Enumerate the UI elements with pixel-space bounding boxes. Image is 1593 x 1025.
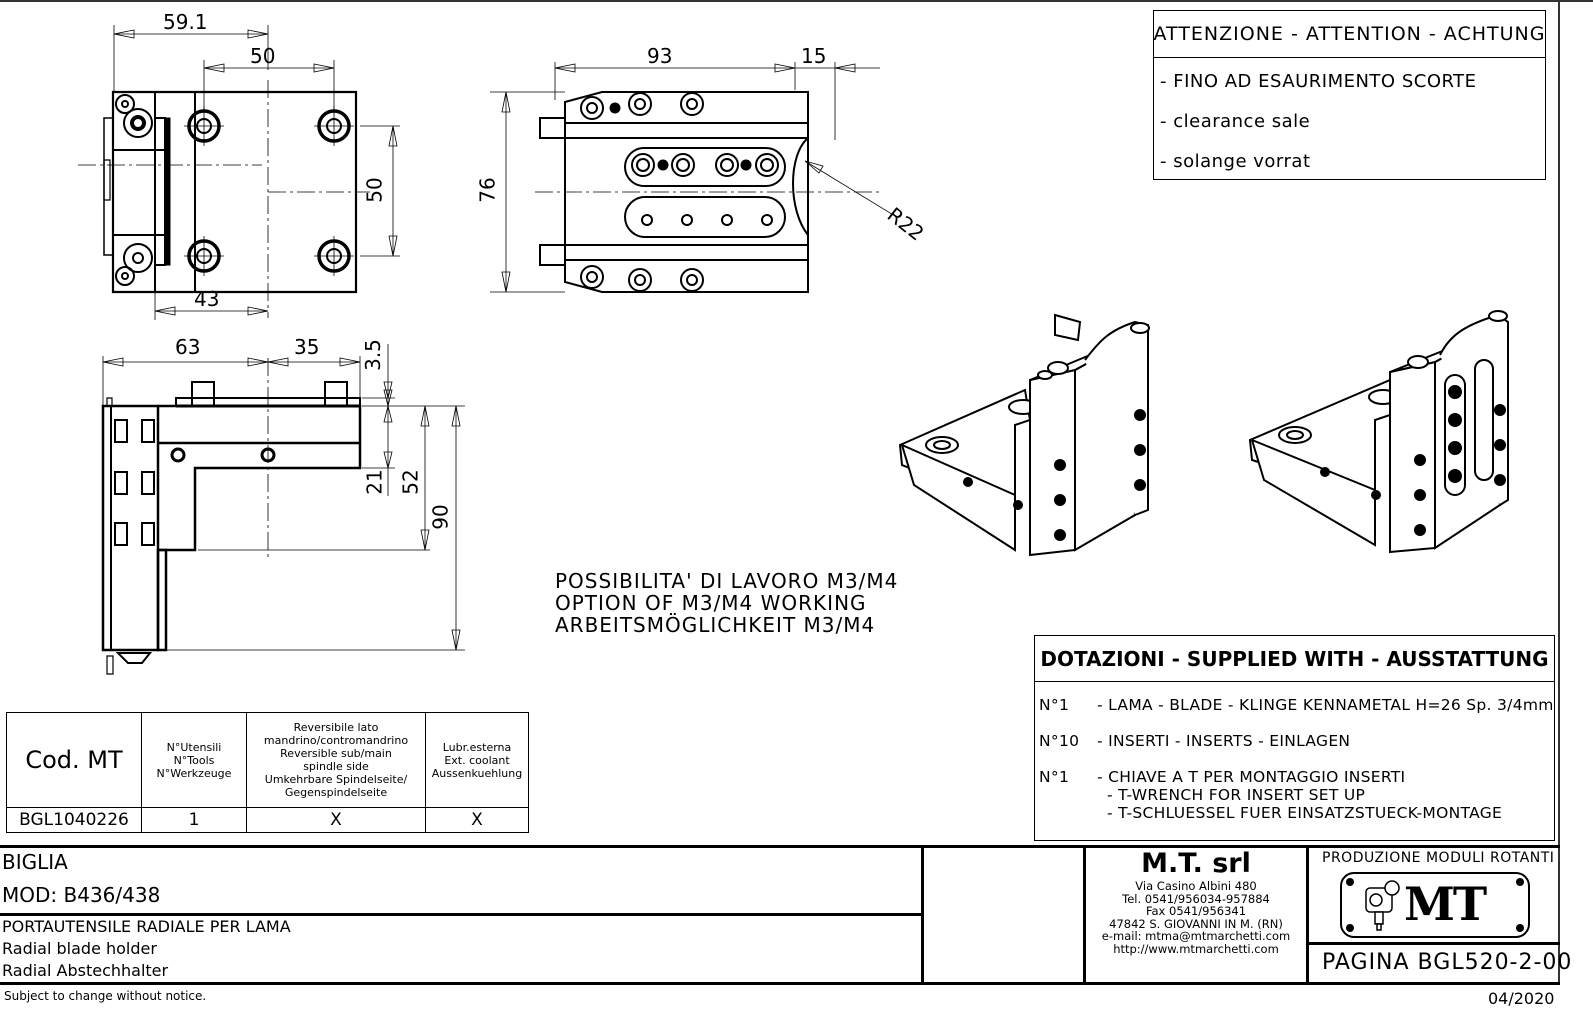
mt-logo: MT — [1340, 872, 1530, 938]
logo-text: MT — [1404, 877, 1487, 931]
cell-tools: 1 — [141, 807, 247, 833]
frame-right-border — [1558, 0, 1560, 985]
dim-top-50-h: 50 — [250, 44, 276, 68]
frame-top-border — [0, 0, 1593, 2]
attention-title: ATTENZIONE - ATTENTION - ACHTUNG — [1154, 11, 1545, 58]
supplied-qty: N°1 — [1039, 696, 1070, 714]
dim-side-52: 52 — [398, 469, 423, 495]
front-view-drawing — [470, 30, 940, 300]
company-fax: Fax 0541/956341 — [1145, 904, 1247, 918]
header-rev-line: spindle side — [303, 760, 369, 773]
dim-side-35: 35 — [294, 335, 320, 359]
dim-side-3-5: 3.5 — [360, 339, 385, 371]
rotary-module-icon — [1365, 880, 1400, 931]
title-block-page-divider — [1306, 942, 1560, 945]
header-rev-line: mandrino/contromandrino — [263, 734, 409, 747]
top-view-drawing — [0, 0, 420, 330]
description-en: Radial blade holder — [2, 939, 157, 958]
company-info: M.T. srl Via Casino Albini 480 Tel. 0541… — [1086, 848, 1306, 955]
isometric-view-1 — [890, 300, 1220, 560]
supplied-desc: - INSERTI - INSERTS - EINLAGEN — [1097, 732, 1351, 750]
supplied-qty: N°1 — [1039, 768, 1070, 786]
title-block-vline — [1083, 845, 1086, 985]
header-reversible: Reversibile lato mandrino/contromandrino… — [246, 712, 426, 808]
description-it: PORTAUTENSILE RADIALE PER LAMA — [2, 917, 291, 936]
header-rev-line: Reversibile lato — [293, 721, 379, 734]
note-line-it: POSSIBILITA' DI LAVORO M3/M4 — [555, 569, 899, 593]
supplied-item: N°10 - INSERTI - INSERTS - EINLAGEN — [1035, 732, 1554, 750]
company-website: http://www.mtmarchetti.com — [1113, 941, 1279, 956]
supplied-desc: - T-SCHLUESSEL FUER EINSATZSTUECK-MONTAG… — [1107, 804, 1503, 822]
dim-side-63: 63 — [175, 335, 201, 359]
code-table-row: BGL1040226 1 X X — [6, 807, 529, 833]
supplied-with-box: DOTAZIONI - SUPPLIED WITH - AUSSTATTUNG … — [1034, 635, 1555, 841]
logo-screw-icon — [1346, 924, 1354, 932]
header-cool-line: Ext. coolant — [444, 753, 510, 767]
dim-top-59-1: 59.1 — [163, 10, 208, 34]
company-city: 47842 S. GIOVANNI IN M. (RN) — [1109, 916, 1283, 931]
supplied-item: N°1 - LAMA - BLADE - KLINGE KENNAMETAL H… — [1035, 696, 1554, 714]
logo-screw-icon — [1516, 924, 1524, 932]
description-de: Radial Abstechhalter — [2, 961, 169, 980]
header-cool-line: Aussenkuehlung — [431, 766, 523, 780]
dim-side-90: 90 — [428, 504, 453, 530]
production-label: PRODUZIONE MODULI ROTANTI — [1322, 850, 1555, 866]
header-tools-de: N°Werkzeuge — [156, 766, 232, 780]
title-block-vline — [921, 845, 924, 985]
header-coolant: Lubr.esterna Ext. coolant Aussenkuehlung — [425, 712, 529, 808]
header-rev-line: Reversible sub/main — [280, 747, 392, 760]
attention-line: - FINO AD ESAURIMENTO SCORTE — [1160, 71, 1477, 92]
supplied-desc: - T-WRENCH FOR INSERT SET UP — [1107, 786, 1366, 804]
logo-screw-icon — [1516, 878, 1524, 886]
code-table-header: Cod. MT N°Utensili N°Tools N°Werkzeuge R… — [6, 712, 529, 808]
supplied-title: DOTAZIONI - SUPPLIED WITH - AUSSTATTUNG — [1035, 636, 1554, 682]
header-rev-line: Gegenspindelseite — [284, 786, 388, 799]
dim-front-93: 93 — [647, 44, 673, 68]
company-name: M.T. srl — [1141, 848, 1251, 879]
title-block-vline — [1306, 845, 1309, 985]
cell-reversible: X — [246, 807, 426, 833]
revision-date: 04/2020 — [1488, 989, 1555, 1008]
header-tools: N°Utensili N°Tools N°Werkzeuge — [141, 712, 247, 808]
attention-box: ATTENZIONE - ATTENTION - ACHTUNG - FINO … — [1153, 10, 1546, 180]
dim-top-43: 43 — [194, 287, 220, 311]
page-number: PAGINA BGL520-2-00 — [1322, 950, 1573, 975]
title-block-bottom-line — [0, 982, 1560, 985]
header-rev-line: Umkehrbare Spindelseite/ — [264, 773, 408, 786]
working-option-note: POSSIBILITA' DI LAVORO M3/M4 OPTION OF M… — [555, 570, 898, 636]
attention-line: - solange vorrat — [1160, 151, 1311, 172]
side-view-drawing — [80, 320, 480, 690]
machine-name: BIGLIA — [2, 850, 68, 874]
isometric-view-2 — [1240, 300, 1540, 560]
dim-front-76: 76 — [475, 177, 500, 203]
code-table: Cod. MT N°Utensili N°Tools N°Werkzeuge R… — [6, 712, 529, 833]
header-tools-it: N°Utensili — [166, 740, 222, 754]
company-phone: Tel. 0541/956034-957884 — [1122, 891, 1270, 906]
supplied-desc: - CHIAVE A T PER MONTAGGIO INSERTI — [1097, 768, 1406, 786]
machine-model: MOD: B436/438 — [2, 883, 161, 907]
title-block-divider — [0, 913, 922, 916]
logo-screw-icon — [1346, 878, 1354, 886]
dim-side-21: 21 — [362, 469, 387, 495]
header-tools-en: N°Tools — [173, 753, 215, 767]
cell-coolant: X — [425, 807, 529, 833]
note-line-en: OPTION OF M3/M4 WORKING — [555, 591, 867, 615]
note-line-de: ARBEITSMÖGLICHKEIT M3/M4 — [555, 613, 876, 637]
company-email: e-mail: mtma@mtmarchetti.com — [1101, 929, 1291, 943]
dim-top-50-v: 50 — [362, 177, 387, 203]
attention-line: - clearance sale — [1160, 111, 1311, 132]
company-address: Via Casino Albini 480 — [1135, 879, 1257, 893]
dim-front-15: 15 — [801, 44, 827, 68]
cell-code: BGL1040226 — [6, 807, 142, 833]
supplied-desc: - LAMA - BLADE - KLINGE KENNAMETAL H=26 … — [1097, 696, 1554, 714]
supplied-item: N°1 - CHIAVE A T PER MONTAGGIO INSERTI -… — [1035, 768, 1554, 822]
disclaimer: Subject to change without notice. — [4, 989, 207, 1003]
title-block-top-line — [0, 845, 1560, 848]
header-cod-mt: Cod. MT — [6, 712, 142, 808]
supplied-qty: N°10 — [1039, 732, 1080, 750]
header-cool-line: Lubr.esterna — [442, 740, 512, 754]
